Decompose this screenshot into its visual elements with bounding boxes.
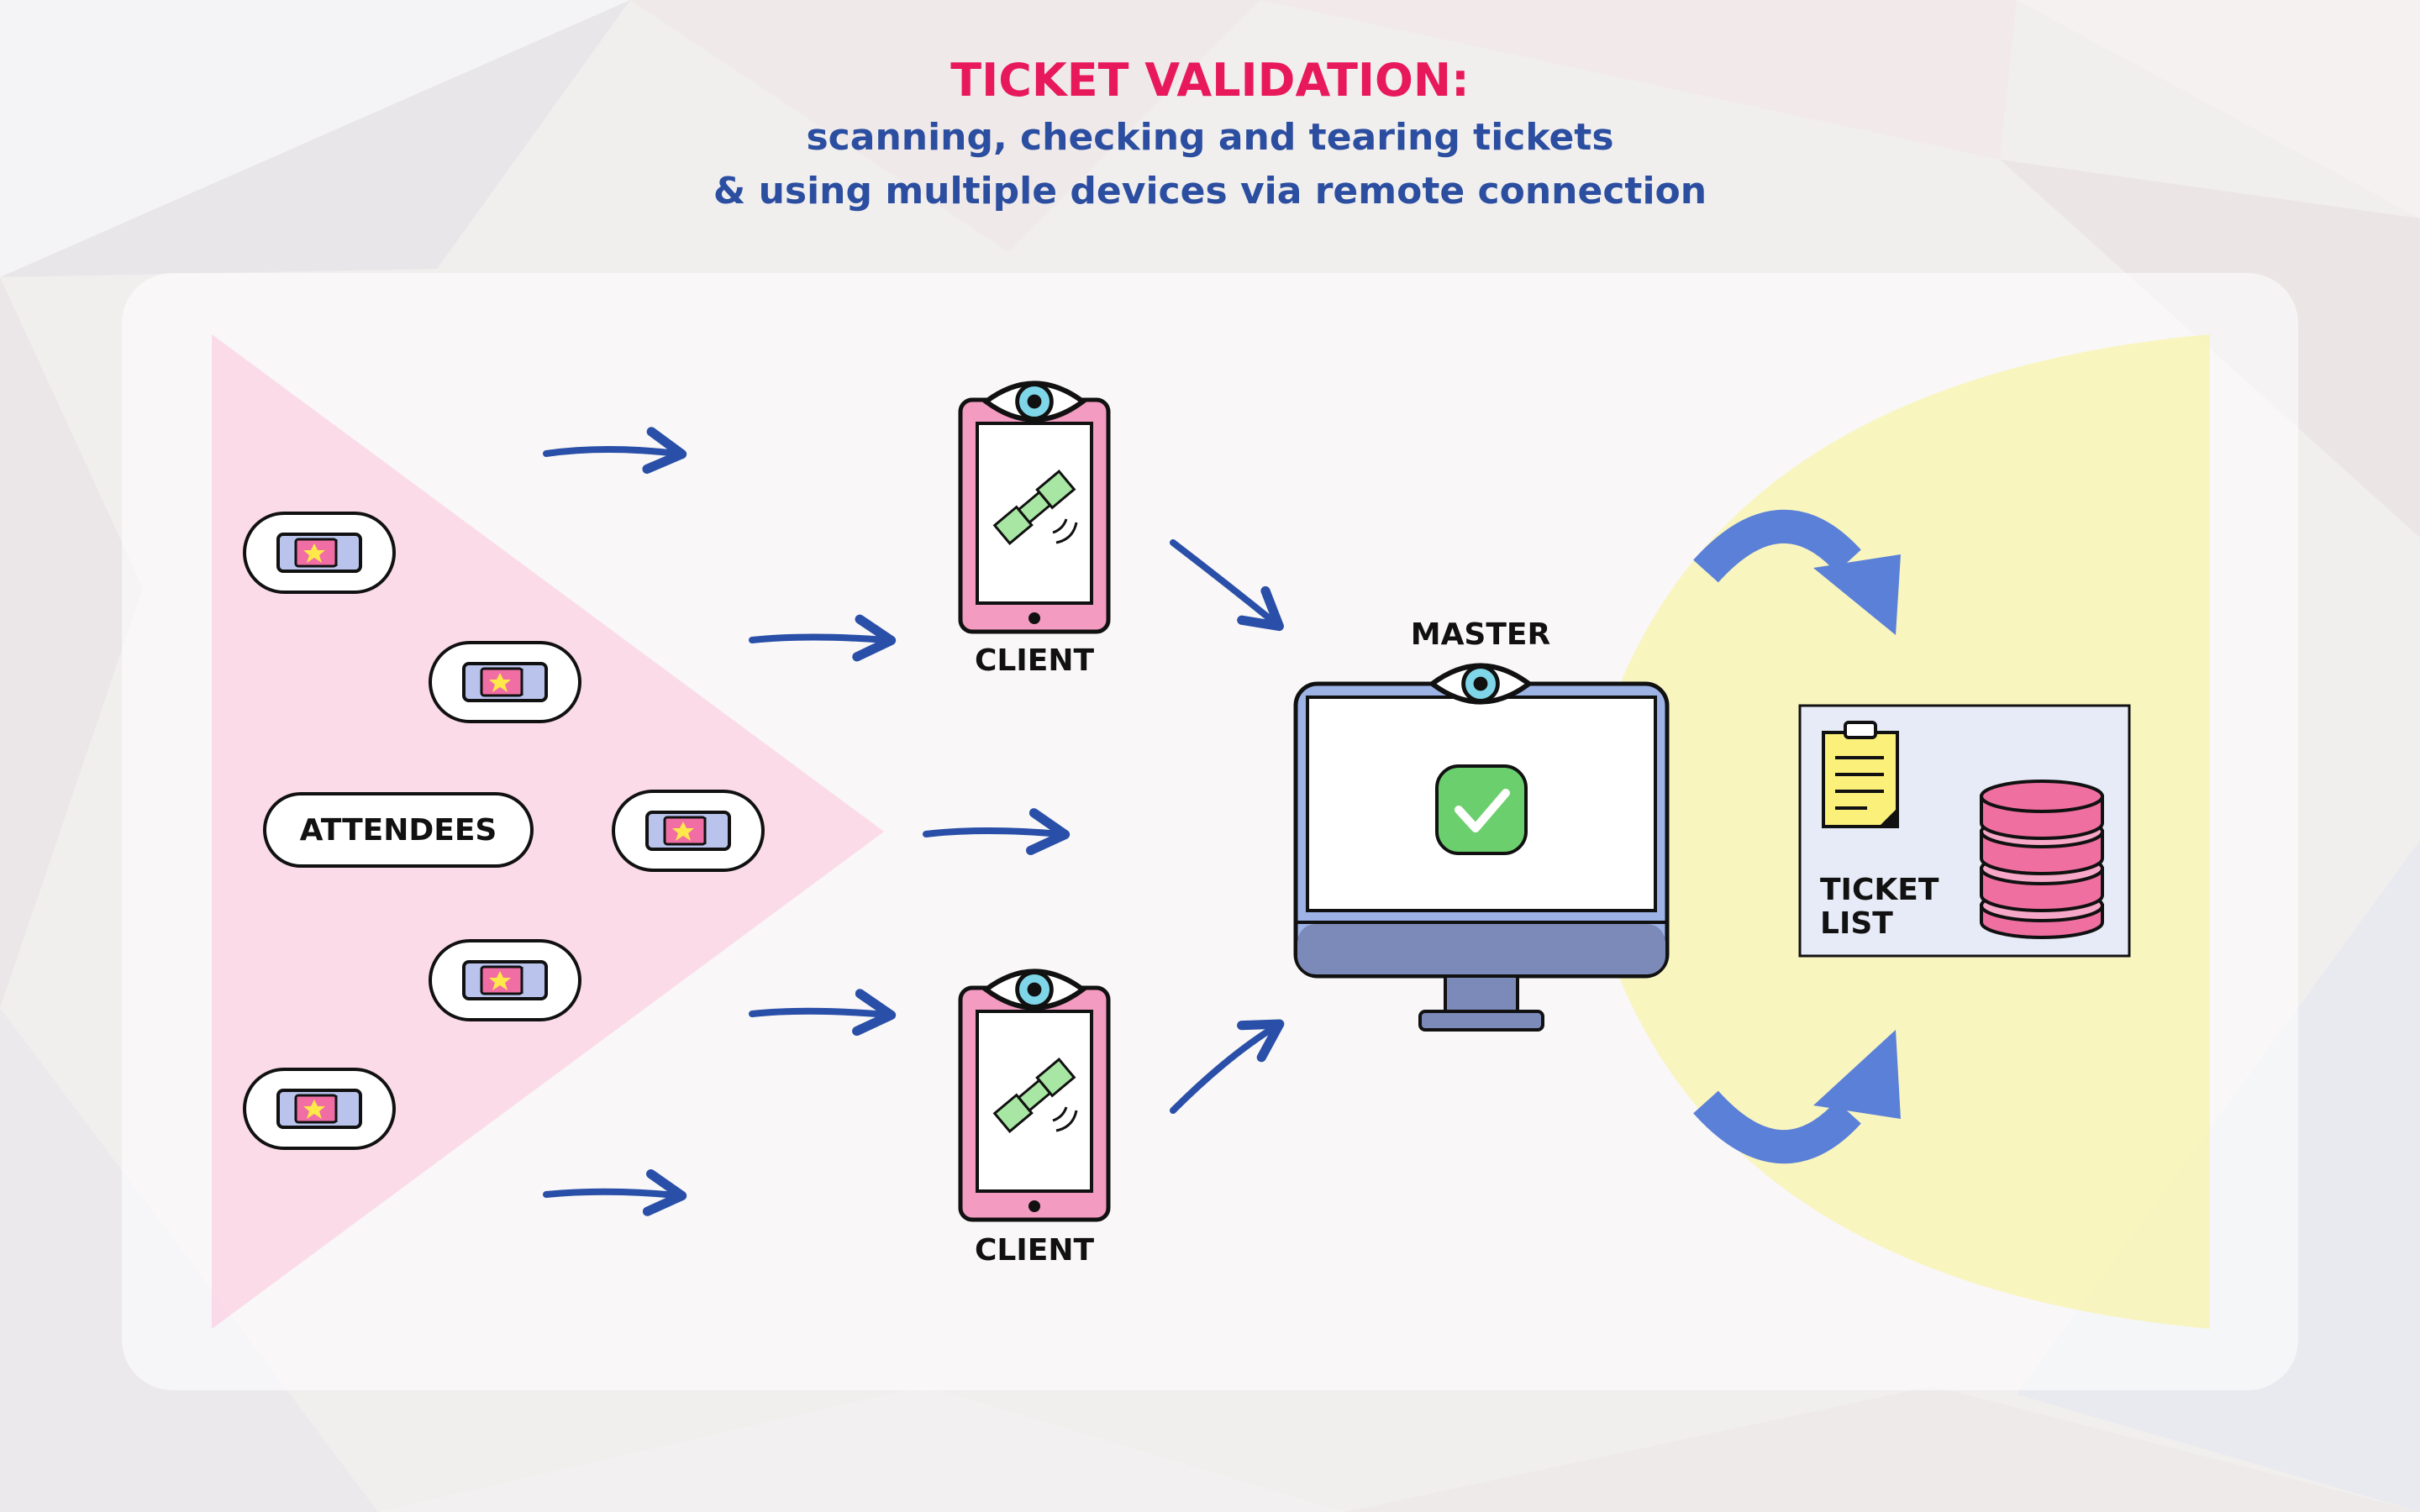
client-top-label: CLIENT <box>974 643 1095 678</box>
cycle-arrow-icon <box>1693 1030 1901 1164</box>
header: TICKET VALIDATION: scanning, checking an… <box>0 50 2420 218</box>
arrow-icon <box>543 427 687 474</box>
arrow-icon <box>1170 1019 1285 1114</box>
arrow-icon <box>923 808 1071 856</box>
page-title: TICKET VALIDATION: <box>950 54 1470 107</box>
arrow-icon <box>749 989 897 1037</box>
ticket-icon <box>462 960 548 1000</box>
ticket-list-label: TICKET LIST <box>1820 874 1939 941</box>
client-phone-bottom <box>960 971 1108 1220</box>
ticket-icon <box>276 1089 362 1129</box>
ticket-icon <box>276 533 362 573</box>
ticket-list-line-1: TICKET <box>1820 873 1939 907</box>
attendee-ticket <box>429 641 581 723</box>
database-icon <box>1980 780 2104 939</box>
arrow-icon <box>1170 539 1284 632</box>
cycle-arrow-icon <box>1693 509 1901 635</box>
attendee-ticket <box>612 790 765 872</box>
arrow-icon <box>543 1168 687 1216</box>
subtitle-line-1: scanning, checking and tearing tickets <box>806 116 1614 159</box>
client-phone-top <box>960 383 1108 632</box>
ticket-icon <box>462 662 548 702</box>
subtitle-line-2: & using multiple devices via remote conn… <box>713 170 1707 213</box>
clipboard-icon <box>1822 721 1899 828</box>
attendees-label: ATTENDEES <box>263 792 534 868</box>
attendee-ticket <box>243 1068 396 1150</box>
master-label: MASTER <box>1410 617 1551 652</box>
ticket-list-box <box>1798 704 2131 958</box>
attendee-ticket <box>243 512 396 594</box>
attendees-text: ATTENDEES <box>299 812 497 848</box>
ticket-list-line-2: LIST <box>1820 906 1893 941</box>
attendee-ticket <box>429 939 581 1021</box>
arrow-icon <box>749 614 897 662</box>
master-monitor <box>1293 665 1670 1032</box>
ticket-icon <box>645 811 731 851</box>
checkmark-icon <box>1435 764 1528 855</box>
client-bottom-label: CLIENT <box>974 1233 1095 1268</box>
